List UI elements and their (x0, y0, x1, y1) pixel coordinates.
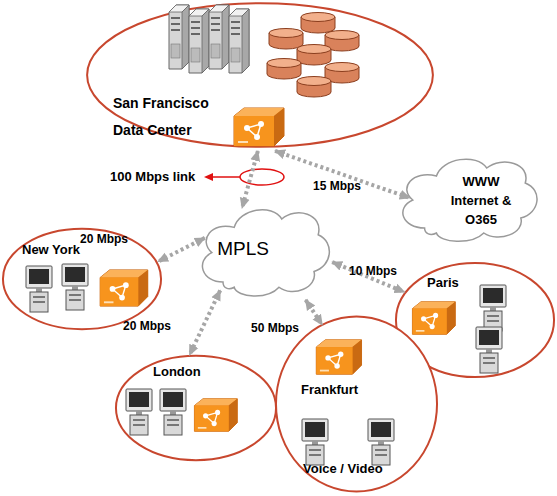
highlight-ring (240, 169, 284, 185)
node-title: New York (22, 242, 80, 258)
node-title: London (153, 364, 201, 380)
bandwidth-label: 10 Mbps (349, 264, 397, 278)
ellipse-shape (116, 356, 276, 460)
callout-text: 100 Mbps link (110, 169, 195, 184)
cloud-shape (202, 210, 329, 296)
site-ellipse: San Francisco Data Center (85, 2, 435, 148)
bandwidth-label: 50 Mbps (251, 321, 299, 335)
dashed-link (242, 151, 258, 208)
ellipse-shape (87, 3, 433, 147)
node-title: WWW Internet & O365 (441, 172, 521, 229)
cloud-shape (403, 159, 537, 241)
dashed-link (306, 300, 323, 325)
node-title: Paris (427, 275, 459, 291)
bandwidth-label: 20 Mbps (123, 319, 171, 333)
node-title: MPLS (208, 238, 278, 260)
node-title: Frankfurt (301, 382, 358, 398)
bandwidth-label: 20 Mbps (80, 232, 128, 246)
dashed-link (190, 290, 221, 355)
node-subtitle: Voice / Video (303, 461, 383, 477)
network-cloud: MPLS (195, 198, 335, 303)
callout-arrow (212, 176, 240, 178)
dashed-link (332, 262, 404, 292)
ellipse-shape (3, 229, 161, 329)
internet-cloud: WWW Internet & O365 (395, 148, 543, 248)
dashed-link (158, 238, 205, 262)
bandwidth-label: 15 Mbps (313, 179, 361, 193)
ellipse-shape (276, 316, 437, 491)
node-title: San Francisco Data Center (113, 90, 228, 144)
dashed-link (275, 151, 410, 198)
callout-arrowhead (204, 173, 213, 181)
site-ellipse: London (115, 355, 277, 461)
site-ellipse: FrankfurtVoice / Video (275, 315, 438, 493)
